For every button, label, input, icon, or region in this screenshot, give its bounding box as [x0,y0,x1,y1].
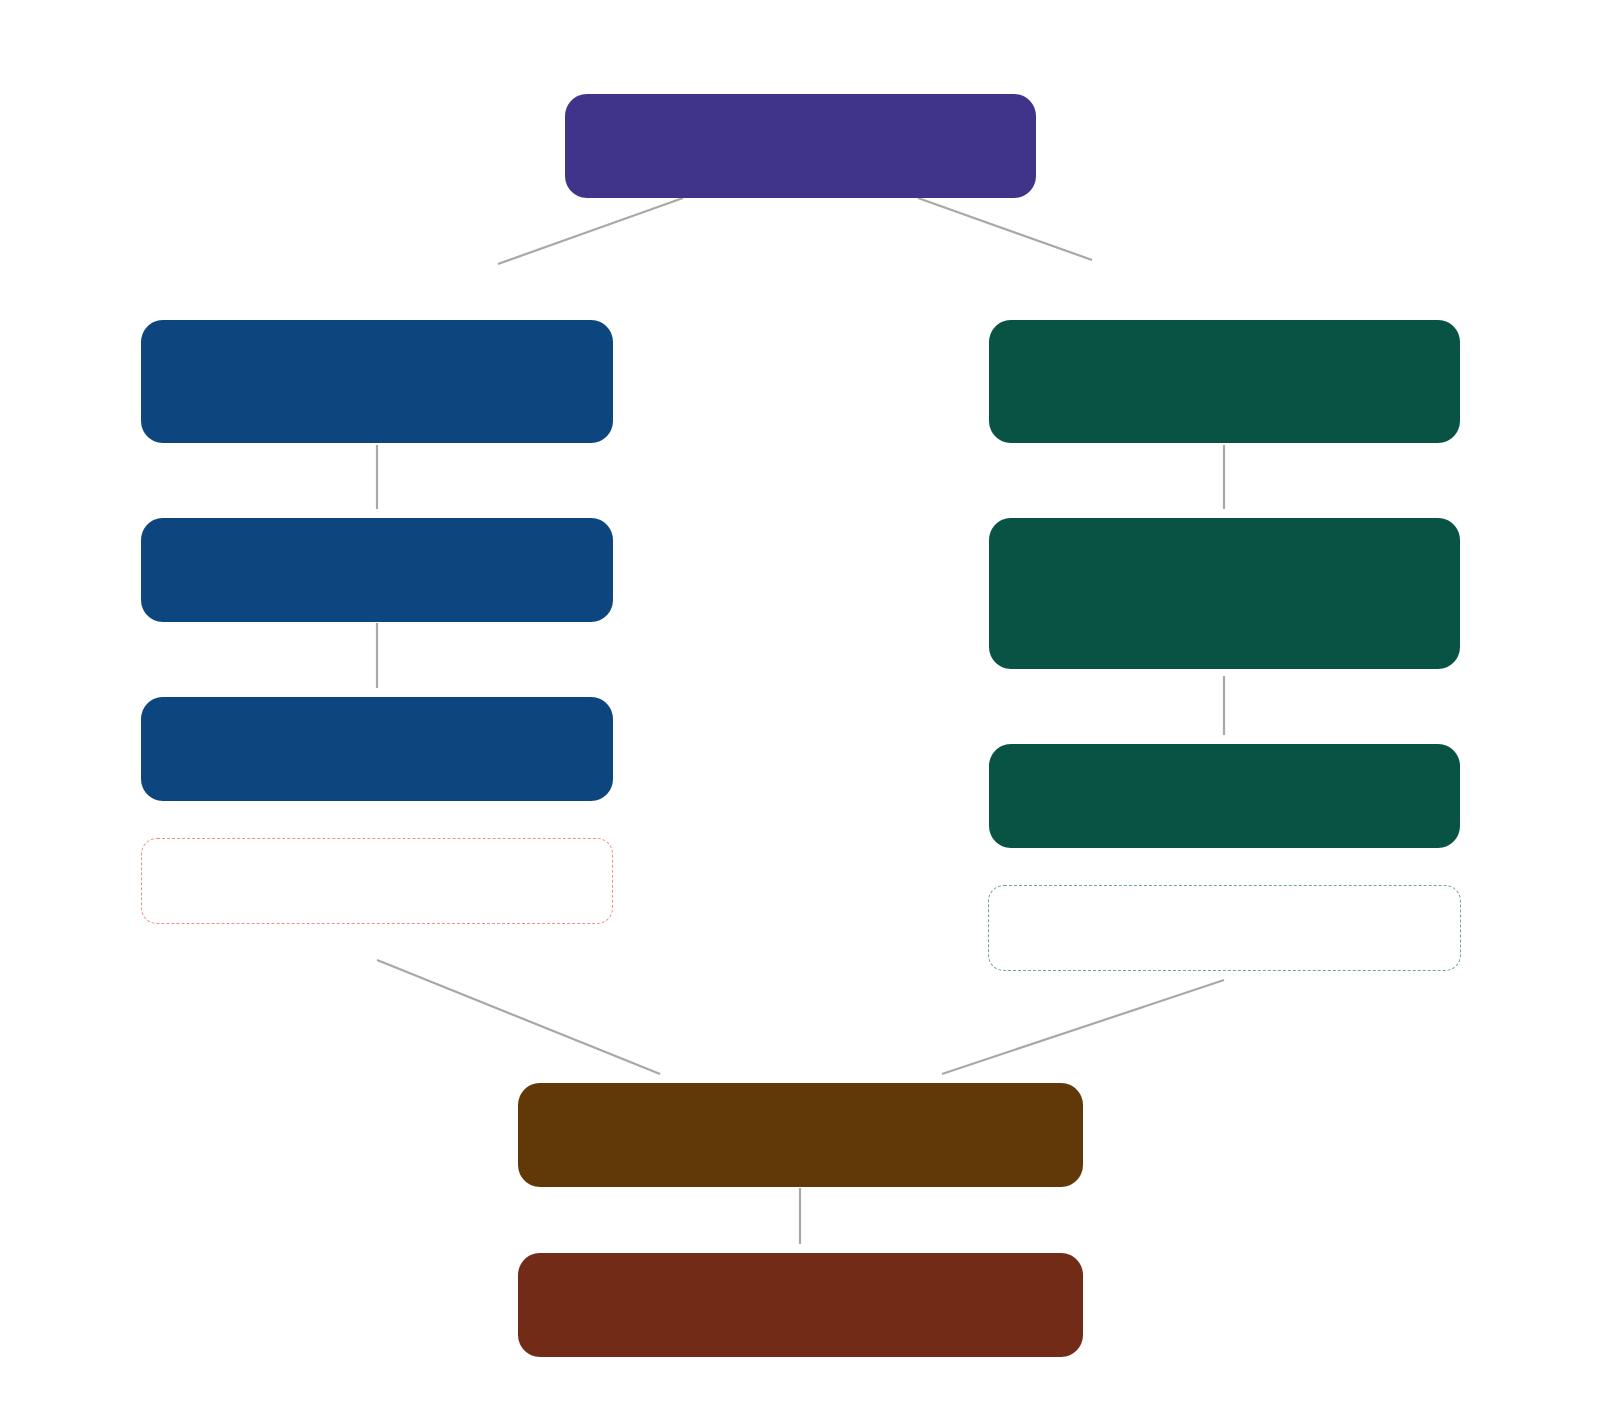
right-node-1 [989,320,1460,443]
left-node-1 [141,320,613,443]
right-node-2 [989,518,1460,669]
left-node-2 [141,518,613,622]
connector-right-to-merge [941,978,1225,1076]
connector-top-to-right [917,196,1093,262]
final-node [518,1253,1083,1357]
top-node [565,94,1036,198]
right-placeholder-node [988,885,1461,971]
connector-left-to-merge [376,958,661,1076]
merge-node [518,1083,1083,1187]
right-node-3 [989,744,1460,848]
left-node-3 [141,697,613,801]
connector-top-to-left [497,196,684,266]
left-placeholder-node [141,838,613,924]
